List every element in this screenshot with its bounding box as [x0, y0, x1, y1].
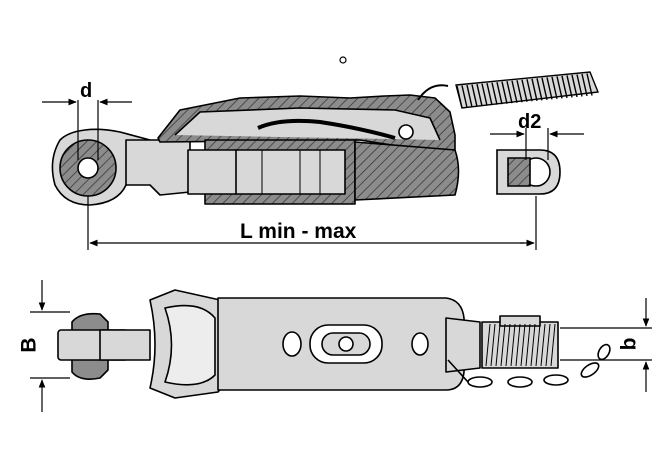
clevis-coil — [500, 323, 506, 367]
dim-d — [42, 98, 132, 160]
plate-hole-right — [411, 332, 429, 356]
safety-chain — [447, 343, 611, 388]
clevis-coil — [550, 323, 556, 367]
spring-coil — [571, 74, 578, 98]
spring-coil — [471, 84, 478, 107]
spring-coil — [536, 78, 543, 101]
clevis-coil — [505, 323, 511, 367]
spring-coil — [551, 76, 558, 100]
dim-width — [30, 280, 70, 412]
spring-coil — [576, 74, 583, 97]
spring-coil — [466, 84, 473, 108]
main-body — [354, 141, 460, 201]
clevis-coil — [485, 323, 491, 367]
clevis-coil — [530, 323, 536, 367]
side-view — [51, 56, 460, 206]
spring-coil — [506, 81, 513, 104]
spring-coil — [581, 73, 588, 97]
dim-length — [87, 196, 537, 250]
spring-coil — [476, 83, 483, 107]
label-d: d — [80, 80, 92, 102]
spring-coil — [491, 82, 498, 105]
clevis-coil — [490, 323, 496, 367]
dim-height — [560, 298, 652, 392]
spring-coil — [586, 73, 593, 96]
plate-hole-left — [282, 331, 302, 357]
wire-clip — [417, 84, 449, 101]
clevis-coil — [515, 323, 521, 367]
spring-coil — [501, 81, 508, 104]
spring-coil — [521, 79, 528, 102]
reference-point — [339, 56, 347, 64]
clevis-coil — [540, 323, 546, 367]
spring-coil — [566, 75, 573, 98]
spring-coil — [561, 75, 568, 99]
spring-coil — [546, 77, 553, 100]
spring-coil — [526, 79, 533, 102]
spring-coil — [481, 83, 488, 106]
label-length: L min - max — [240, 220, 357, 243]
spring-coil — [461, 85, 468, 108]
eye-end-plan — [57, 312, 151, 380]
spring — [455, 71, 599, 109]
plan-view — [57, 289, 611, 399]
spring-coil — [541, 77, 548, 100]
cylinder-grooves — [261, 150, 321, 194]
clevis-coil — [525, 323, 531, 367]
lever — [257, 118, 396, 140]
spring-coil — [516, 80, 523, 103]
lever-pivot — [398, 124, 414, 140]
label-width: B — [18, 337, 41, 352]
label-d2: d2 — [518, 111, 541, 133]
label-height: b — [618, 338, 641, 351]
spring-coil — [556, 76, 563, 99]
coupling — [445, 317, 481, 373]
shank — [125, 139, 191, 196]
clevis-coil — [510, 323, 516, 367]
clevis-coil — [545, 323, 551, 367]
clevis-coil — [495, 323, 501, 367]
spring-coil — [531, 78, 538, 101]
dim-d2 — [490, 128, 584, 160]
spring-coil — [486, 82, 493, 106]
clevis-coil — [520, 323, 526, 367]
clevis-pin — [496, 149, 561, 195]
spring-coil — [456, 85, 463, 109]
spring-coil — [511, 80, 518, 103]
clevis-coil — [535, 323, 541, 367]
spring-coil — [496, 82, 503, 105]
